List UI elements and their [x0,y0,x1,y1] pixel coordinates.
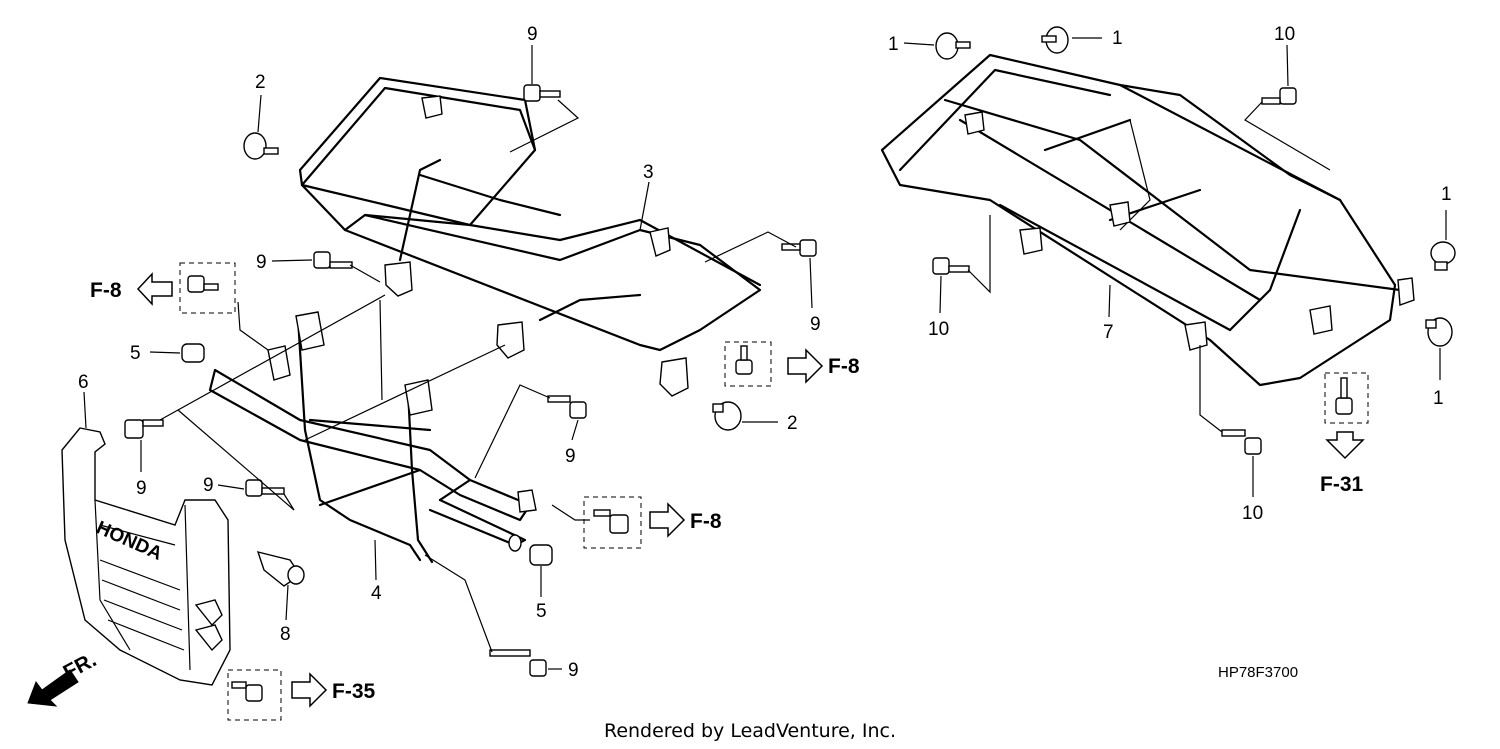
callout-7: 7 [1103,322,1114,343]
bolt-9-e [547,395,587,419]
grommet-2-b [712,401,742,431]
ref-bolt-f8-left [187,275,219,293]
arrow-down-icon [1325,431,1365,460]
callout-1: 1 [888,34,899,55]
arrow-right-icon [291,672,328,708]
grommet-1-d [1425,317,1453,347]
ref-label-f8: F-8 [828,355,860,378]
bolt-9-a [523,84,561,102]
front-carrier-frame [298,76,762,397]
front-bumper-frame [208,311,537,564]
callout-5: 5 [536,601,547,622]
bolt-10-b [932,257,970,275]
bolt-9-g [489,649,547,677]
callout-9: 9 [136,478,147,499]
fasteners [124,26,1456,702]
ref-label-f31: F-31 [1320,473,1364,496]
callout-9: 9 [256,252,267,273]
callout-8: 8 [280,624,291,645]
grommet-1-c [1430,241,1456,271]
callout-10: 10 [1242,503,1263,524]
callout-1: 1 [1112,28,1123,49]
bolt-10-c [1221,429,1262,455]
callout-1: 1 [1441,184,1452,205]
callout-2: 2 [787,413,798,434]
callout-9: 9 [565,446,576,467]
rear-carrier-frame [880,53,1415,387]
callout-9: 9 [810,314,821,335]
arrow-right-icon [787,348,824,384]
ref-bolt-f35 [231,681,263,702]
credit-text: Rendered by LeadVenture, Inc. [604,720,896,742]
ref-bolt-f8-mid [735,345,753,375]
callout-6: 6 [78,372,89,393]
callout-5: 5 [130,343,141,364]
callout-10: 10 [1274,24,1295,45]
ref-bolt-f8-low [593,509,629,534]
bolt-10-a [1261,87,1297,105]
bolt-9-c [781,239,817,257]
screw-8 [256,551,305,587]
arrow-left-icon [136,272,173,306]
grommet-1-a [935,32,971,60]
bolt-9-f [245,479,285,497]
diagram-code: HP78F3700 [1218,664,1298,681]
ref-box-f35 [227,669,282,721]
callout-2: 2 [255,72,266,93]
callout-1: 1 [1433,388,1444,409]
clip-5-a [181,343,205,363]
ref-box-f8-low [583,496,642,549]
callout-9: 9 [203,475,214,496]
bolt-9-b [313,251,353,269]
callout-9: 9 [568,660,579,681]
callout-10: 10 [928,319,949,340]
bolt-9-d [124,419,164,439]
callout-labels: 1 1 1 1 2 2 3 4 5 5 6 7 8 9 9 9 9 9 9 9 … [78,24,1452,681]
callout-4: 4 [371,583,382,604]
clip-5-b [529,544,553,566]
ref-label-f8: F-8 [90,279,122,302]
ref-box-f8-mid [724,341,772,387]
reference-boxes [179,262,1369,721]
grommet-2-a [243,132,279,160]
front-direction-arrow-icon [27,669,79,707]
grommet-1-b [1041,26,1069,54]
reference-arrows [27,272,1365,708]
ref-bolt-f31 [1335,377,1353,415]
leader-lines [83,37,1447,670]
front-grille: HONDA [61,427,231,686]
ref-box-f31 [1324,372,1369,424]
callout-9: 9 [527,24,538,45]
ref-label-f8: F-8 [690,510,722,533]
arrow-right-icon [649,502,686,538]
ref-label-f35: F-35 [332,680,376,703]
ref-box-f8-left [179,262,236,314]
callout-3: 3 [643,162,654,183]
